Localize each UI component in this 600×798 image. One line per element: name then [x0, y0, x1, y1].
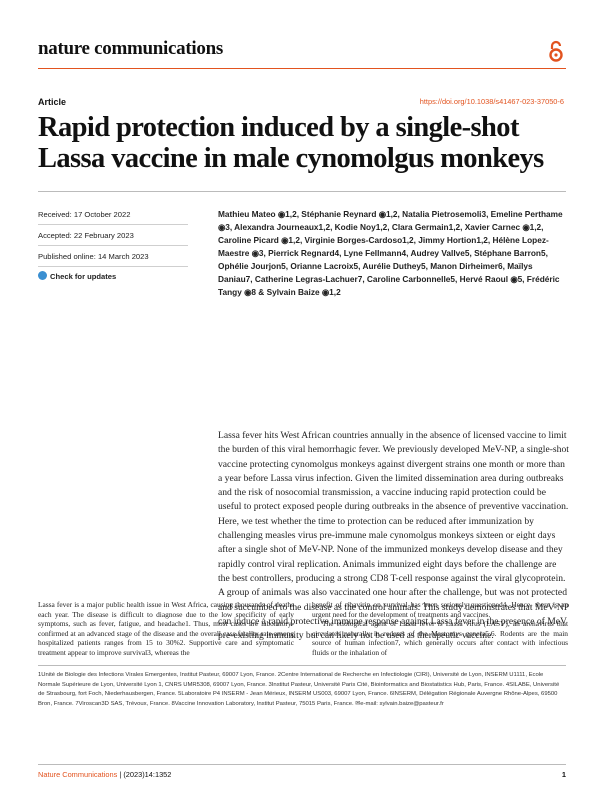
- open-access-icon: [549, 40, 563, 62]
- published-date: Published online: 14 March 2023: [38, 252, 149, 261]
- accepted-date: Accepted: 22 February 2023: [38, 231, 134, 240]
- body-column-1: Lassa fever is a major public health iss…: [38, 600, 294, 657]
- check-for-updates[interactable]: Check for updates: [38, 271, 116, 281]
- page-number: 1: [561, 770, 566, 779]
- abstract: Lassa fever hits West African countries …: [218, 430, 569, 642]
- author-list: Mathieu Mateo ◉1,2, Stéphanie Reynard ◉1…: [218, 209, 563, 297]
- received-date: Received: 17 October 2022: [38, 210, 131, 219]
- doi-link[interactable]: https://doi.org/10.1038/s41467-023-37050…: [419, 97, 564, 106]
- footer-journal: Nature Communications: [38, 770, 118, 779]
- footer-citation: Nature Communications | (2023)14:1352: [38, 770, 171, 779]
- article-type: Article: [38, 97, 67, 107]
- affiliation-rule: [38, 665, 566, 666]
- check-updates-icon: [38, 271, 47, 280]
- check-for-updates-label: Check for updates: [50, 272, 117, 281]
- article-title: Rapid protection induced by a single-sho…: [38, 112, 544, 174]
- header-rule: [38, 68, 566, 69]
- affiliations: 1Unité de Biologie des Infections Virale…: [38, 672, 560, 707]
- footer-rule: [38, 764, 566, 765]
- body-paragraph: benefit of ribavirin on survival has bee…: [312, 600, 568, 619]
- date-divider: [38, 266, 188, 267]
- date-divider: [38, 245, 188, 246]
- date-divider: [38, 224, 188, 225]
- title-rule: [38, 191, 566, 192]
- footer-volume: | (2023)14:1352: [119, 770, 172, 779]
- body-paragraph: The etiological agent of Lassa fever is …: [312, 619, 568, 657]
- body-column-2: benefit of ribavirin on survival has bee…: [312, 600, 568, 658]
- journal-name: nature communications: [38, 38, 223, 59]
